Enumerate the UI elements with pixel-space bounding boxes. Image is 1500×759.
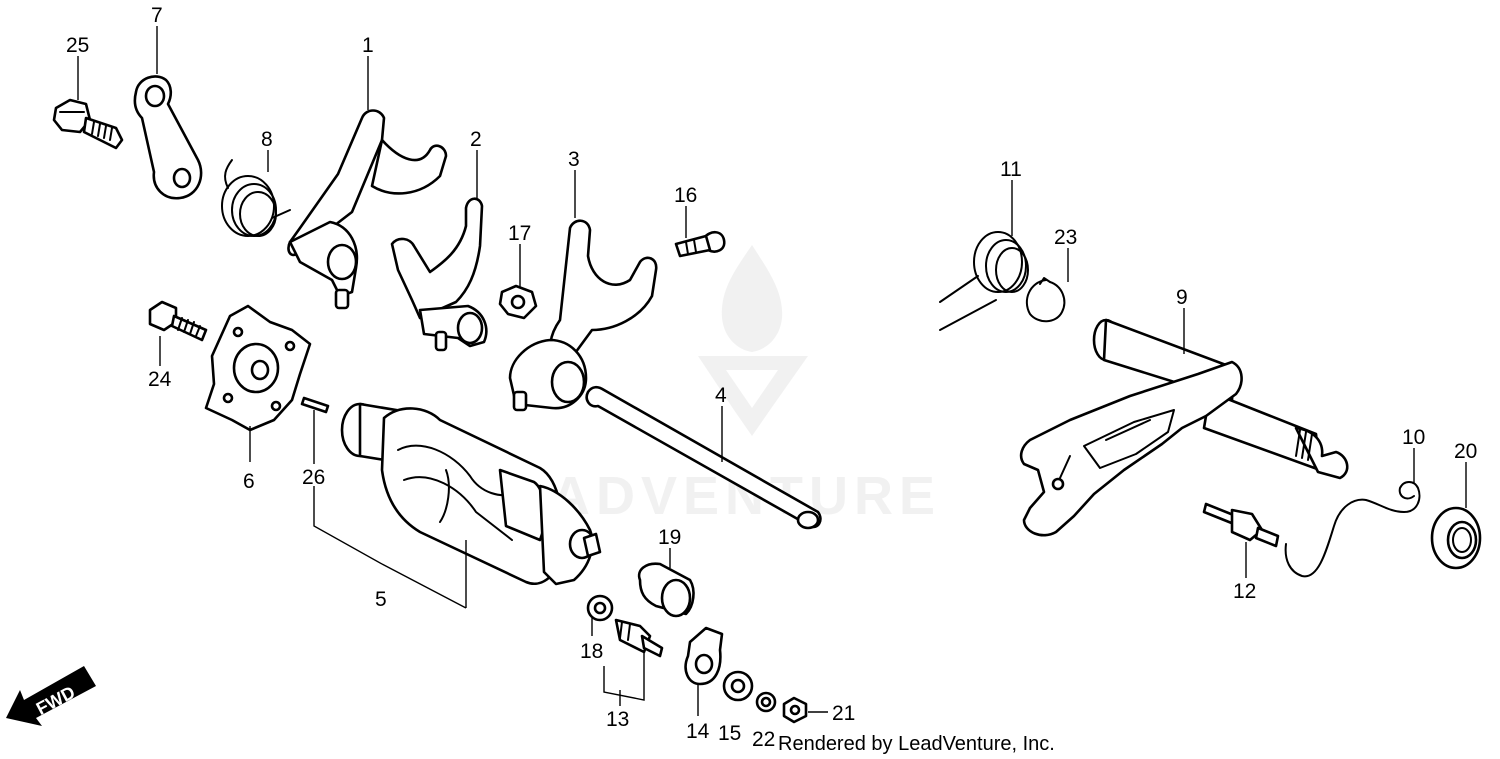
part-17-clip: [498, 284, 538, 320]
part-7-stopper-arm: [133, 75, 203, 200]
part-5-shift-drum: [340, 402, 602, 586]
callout-23: 23: [1054, 226, 1077, 249]
part-11-spring: [939, 231, 1029, 331]
callout-8: 8: [261, 128, 273, 151]
callout-25: 25: [66, 34, 89, 57]
part-18-washer: [586, 594, 614, 622]
callout-11: 11: [1000, 158, 1022, 181]
part-12-pin-bolt: [1202, 502, 1280, 548]
part-26-pin: [300, 396, 330, 414]
part-10-spring: [1284, 481, 1421, 578]
callout-17: 17: [508, 222, 531, 245]
leader-lines: [77, 26, 1467, 716]
part-14-plate: [684, 626, 724, 686]
callout-26: 26: [302, 466, 325, 489]
watermark-flame-icon: [721, 245, 783, 352]
callout-20: 20: [1454, 440, 1477, 463]
callout-1: 1: [362, 34, 374, 57]
callout-14: 14: [686, 720, 710, 743]
callout-3: 3: [568, 148, 580, 171]
part-16-screw: [674, 230, 726, 258]
callout-10: 10: [1402, 426, 1425, 449]
watermark-v-icon: [698, 356, 808, 436]
part-13-bolt: [614, 618, 664, 658]
callout-labels: 25 7 8 1 2 3 17 16 11 23 9 4 24 6 26 5 1…: [66, 4, 1477, 751]
callout-7: 7: [151, 4, 163, 27]
part-21-nut: [782, 696, 808, 724]
part-24-bolt: [148, 300, 208, 342]
part-9-gearshift-spindle: [1019, 318, 1349, 537]
part-3-shift-fork: [508, 219, 658, 412]
part-19-collar: [637, 562, 695, 618]
callout-15: 15: [718, 722, 741, 745]
part-4-shaft: [585, 385, 822, 530]
callout-16: 16: [674, 184, 697, 207]
callout-18: 18: [580, 640, 603, 663]
fwd-arrow-icon: [6, 666, 96, 726]
credit-text: Rendered by LeadVenture, Inc.: [778, 733, 1055, 755]
callout-2: 2: [470, 128, 482, 151]
callout-9: 9: [1176, 286, 1188, 309]
callout-22: 22: [752, 728, 775, 751]
callout-6: 6: [243, 470, 255, 493]
part-2-shift-fork: [390, 197, 488, 352]
callout-19: 19: [658, 526, 681, 549]
part-20-oil-seal: [1430, 506, 1482, 570]
part-8-spring: [221, 159, 291, 237]
part-23-circlip: [1025, 277, 1066, 323]
callout-24: 24: [148, 368, 172, 391]
part-15-washer: [722, 670, 754, 702]
part-22-washer: [755, 691, 777, 713]
callout-21: 21: [832, 702, 855, 725]
fwd-indicator: FWD: [6, 666, 96, 726]
part-6-star-plate: [204, 304, 312, 432]
callout-13: 13: [606, 708, 629, 731]
callout-12: 12: [1233, 580, 1256, 603]
part-1-shift-fork: [287, 109, 448, 310]
callout-5: 5: [375, 588, 387, 611]
callout-4: 4: [715, 384, 727, 407]
part-25-flange-bolt: [52, 98, 124, 150]
